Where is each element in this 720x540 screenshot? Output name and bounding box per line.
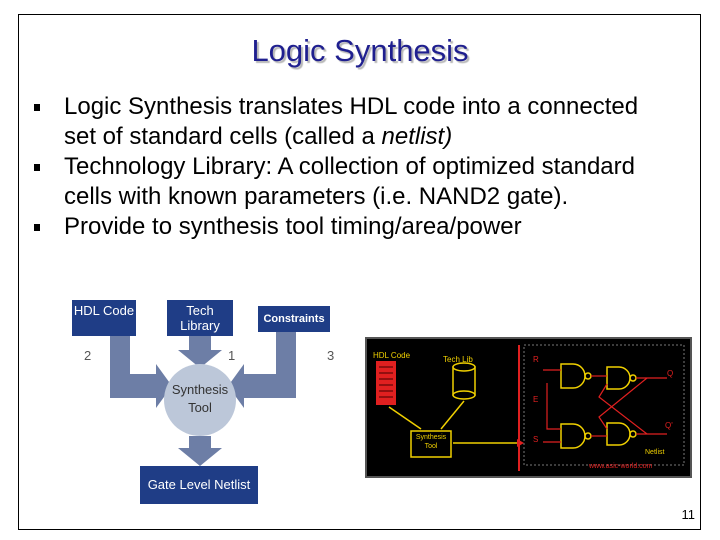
bullet-list: Logic Synthesis translates HDL code into… <box>34 92 674 242</box>
asic-diagram-graphics <box>376 344 685 471</box>
bullet-text: Technology Library: A collection of opti… <box>64 153 635 210</box>
bullet-item: Logic Synthesis translates HDL code into… <box>34 92 674 152</box>
signal-q-label: Q <box>667 369 674 378</box>
step-2-label: 2 <box>84 348 92 363</box>
slide-frame <box>18 14 701 530</box>
asic-world-screenshot: HDL Code Tech Lib Synthesis Tool R E S Q… <box>365 337 692 478</box>
bullet-icon <box>34 224 40 231</box>
signal-r-label: R <box>533 355 539 364</box>
hdl-code-box: HDL Code <box>72 300 136 336</box>
synthesis-tool-label: Synthesis Tool <box>415 434 447 450</box>
bullet-text: Provide to synthesis tool timing/area/po… <box>64 213 522 240</box>
arrow-netlist-icon <box>178 436 222 466</box>
bullet-item: Provide to synthesis tool timing/area/po… <box>34 212 674 242</box>
arrow-techlib-icon <box>178 336 222 368</box>
netlist-wires <box>543 369 667 443</box>
synthesis-flow-diagram: HDL Code Tech Library Constraints 2 1 3 … <box>60 296 360 508</box>
arrow-constraints-icon <box>228 332 296 408</box>
constraints-box: Constraints <box>258 306 330 332</box>
bullet-icon <box>34 104 40 111</box>
synthesis-tool-icon <box>410 430 452 458</box>
tech-library-box: Tech Library <box>167 300 233 336</box>
watermark-text: www.asic-world.com <box>589 463 653 470</box>
signal-e-label: E <box>533 395 539 404</box>
slide-number: 11 <box>681 507 696 522</box>
tech-lib-label: Tech Lib <box>443 355 473 364</box>
step-1-label: 1 <box>228 348 236 363</box>
gate-level-netlist-box: Gate Level Netlist <box>140 466 258 504</box>
slide-title: Logic Synthesis <box>251 33 469 68</box>
arrow-hdl-icon <box>110 334 172 408</box>
signal-q-bar-label: Q' <box>665 421 673 430</box>
step-3-label: 3 <box>327 348 335 363</box>
bullet-emphasis: netlist) <box>381 123 453 150</box>
nand-gate-icons <box>560 363 637 449</box>
flow-arrows <box>110 332 296 466</box>
synthesis-tool-node: Synthesis Tool <box>164 364 236 436</box>
netlist-border <box>523 344 685 466</box>
bullet-text: Logic Synthesis translates HDL code into… <box>64 93 639 150</box>
bullet-item: Technology Library: A collection of opti… <box>34 152 674 212</box>
hdl-document-icon <box>376 361 396 405</box>
netlist-label: Netlist <box>645 449 665 456</box>
hdl-code-label: HDL Code <box>373 351 411 360</box>
signal-s-label: S <box>533 435 539 444</box>
bullet-icon <box>34 164 40 171</box>
